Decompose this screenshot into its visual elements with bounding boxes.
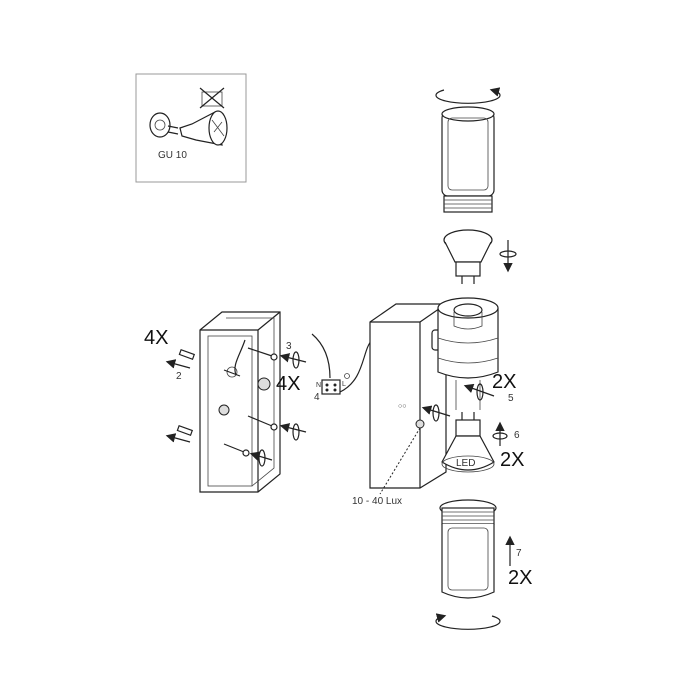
screw-arrows bbox=[249, 351, 307, 467]
step-6-label: 6 bbox=[514, 430, 520, 441]
bulb-inset bbox=[135, 73, 247, 183]
rotate-insert-arrow-icon bbox=[499, 240, 517, 273]
step-4-label: 4 bbox=[314, 392, 320, 403]
live-label: L bbox=[342, 381, 346, 388]
fixture-body: ○○ bbox=[369, 303, 447, 489]
glass-quantity: 2X bbox=[508, 567, 532, 589]
step-5-label: 5 bbox=[508, 393, 514, 404]
rotate-arrow-icon bbox=[435, 87, 501, 104]
led-label: LED bbox=[456, 458, 475, 469]
gu10-bulb-icon bbox=[179, 110, 228, 146]
led-bulb bbox=[441, 412, 495, 473]
top-gu10-bulb bbox=[443, 229, 493, 284]
gu10-socket-icon bbox=[149, 112, 179, 138]
bulb-type-label: GU 10 bbox=[158, 150, 187, 161]
bulb-quantity: 2X bbox=[500, 449, 524, 471]
step-2-label: 2 bbox=[176, 371, 182, 382]
lamp-head bbox=[437, 297, 499, 410]
fixture-screw-quantity: 2X bbox=[492, 371, 516, 393]
bottom-glass-cover bbox=[439, 499, 497, 599]
top-glass-cover bbox=[441, 106, 495, 213]
plug-quantity: 4X bbox=[144, 327, 168, 349]
neutral-label: N bbox=[316, 382, 321, 389]
fixture-screw-arrows bbox=[421, 383, 495, 422]
screws bbox=[223, 347, 278, 457]
step-7-label: 7 bbox=[516, 548, 522, 559]
bulb-rotate-arrow-icon bbox=[492, 421, 508, 446]
step-3-label: 3 bbox=[286, 341, 292, 352]
rotate-arrow-bottom-icon bbox=[435, 613, 501, 630]
screw-quantity: 4X bbox=[276, 373, 300, 395]
sensor-leader-line bbox=[379, 427, 421, 495]
no-halogen-icon bbox=[199, 87, 225, 109]
wall-plugs bbox=[165, 348, 196, 443]
svg-text:○○: ○○ bbox=[398, 403, 406, 410]
mounting-box bbox=[199, 311, 281, 493]
light-sensor-icon bbox=[415, 419, 425, 429]
sensor-range-label: 10 - 40 Lux bbox=[352, 496, 402, 507]
